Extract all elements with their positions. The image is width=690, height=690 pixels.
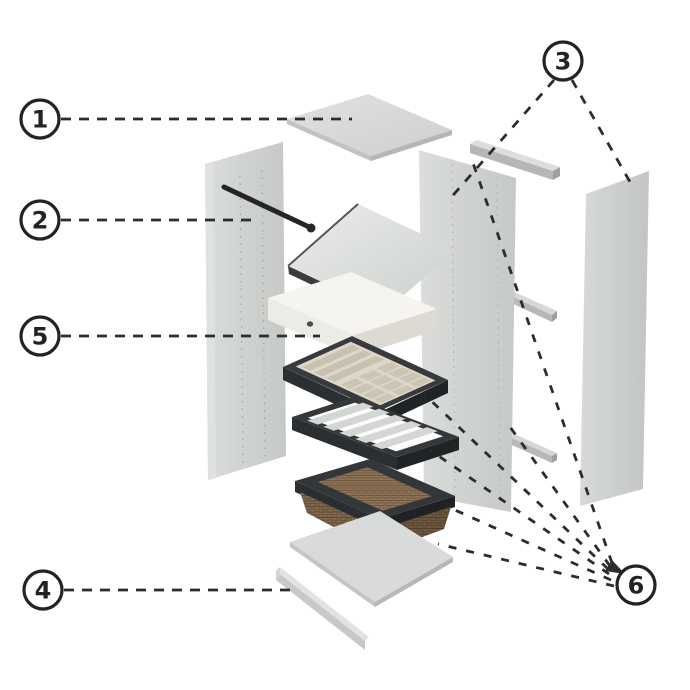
rack-slat: [371, 427, 438, 450]
rack-top: [292, 397, 459, 457]
drawer-knob: [306, 321, 314, 327]
lower-rail-cap: [552, 453, 557, 463]
callout-2-label: 2: [32, 207, 49, 235]
callout-6: 6: [615, 564, 657, 606]
bottom-panel-edge-right: [375, 557, 453, 607]
basket-interior: [318, 467, 432, 511]
top-rail-cap: [553, 167, 560, 180]
leader-6-bottom: [437, 542, 615, 588]
base-strip-front: [276, 571, 365, 650]
callout-5: 5: [19, 315, 61, 357]
middle-panel-face: [419, 150, 516, 512]
upper-rail-front: [505, 293, 552, 322]
leader-3-right: [570, 79, 636, 190]
upper-support-rail: [505, 290, 557, 322]
callout-2-circle: [19, 199, 61, 241]
leader-6-tray: [423, 392, 609, 571]
base-strip: [276, 567, 369, 650]
base-strip-top: [276, 567, 369, 641]
tray-top: [283, 336, 448, 411]
callout-3: 3: [542, 40, 584, 82]
callout-3-label: 3: [555, 48, 572, 76]
left-panel-edge: [205, 162, 216, 480]
upper-rail-top: [505, 290, 557, 315]
lower-support-rail: [505, 432, 557, 463]
callout-1-circle: [19, 98, 61, 140]
leader-6-rack: [429, 448, 610, 576]
clothes-rail: [221, 184, 316, 233]
left-side-panel: [205, 142, 286, 480]
leader-lines: [61, 79, 636, 592]
basket-rim-side-right: [380, 496, 455, 530]
bottom-panel-edge-left: [290, 542, 375, 607]
callout-5-label: 5: [32, 323, 49, 351]
tray-slot: [302, 344, 361, 371]
callout-6-circle: [615, 564, 657, 606]
top-panel-edge-right: [371, 130, 452, 161]
leader-6-arrowhead: [605, 560, 625, 574]
tray-slot: [314, 350, 373, 377]
lower-rail-front: [505, 435, 552, 463]
callout-6-label: 6: [628, 572, 645, 600]
clothes-rail-bar: [221, 184, 310, 229]
bottom-panel-face: [290, 511, 453, 602]
rack-slat: [355, 420, 422, 443]
trouser-rack: [292, 397, 459, 470]
tray-slot: [326, 355, 385, 382]
callout-4: 4: [22, 569, 64, 611]
callout-5-circle: [19, 315, 61, 357]
rack-underside-left: [292, 417, 397, 470]
top-rail-top: [470, 140, 560, 171]
top-panel: [287, 94, 452, 161]
callout-2: 2: [19, 199, 61, 241]
lower-rail-top: [505, 432, 557, 456]
callout-4-circle: [22, 569, 64, 611]
rack-underside-right: [397, 437, 459, 470]
base-strip-cap: [276, 567, 280, 580]
bottom-panel: [290, 511, 453, 607]
callout-1-label: 1: [32, 106, 49, 134]
callout-1: 1: [19, 98, 61, 140]
leader-6-basket: [445, 504, 612, 582]
flip-lid-side-edge: [287, 203, 359, 267]
drawer-top: [268, 272, 437, 335]
upper-rail-cap: [552, 311, 557, 322]
rack-slat: [339, 414, 406, 437]
right-panel-face: [580, 171, 649, 506]
rack-slat: [307, 402, 374, 425]
callout-4-label: 4: [35, 577, 52, 605]
basket-rim-side-left: [295, 481, 380, 530]
left-panel-face: [205, 142, 286, 480]
rack-slat: [323, 408, 390, 431]
top-panel-face: [287, 94, 452, 156]
leader-6-lower-rail: [503, 419, 612, 567]
top-panel-edge-left: [287, 119, 371, 161]
drawer-front: [268, 298, 354, 357]
leader-3-left: [446, 79, 556, 202]
right-side-panel: [580, 171, 649, 506]
clothes-rail-end-knob: [306, 223, 316, 233]
tray-cells: [340, 362, 432, 404]
callout-3-circle: [542, 40, 584, 82]
